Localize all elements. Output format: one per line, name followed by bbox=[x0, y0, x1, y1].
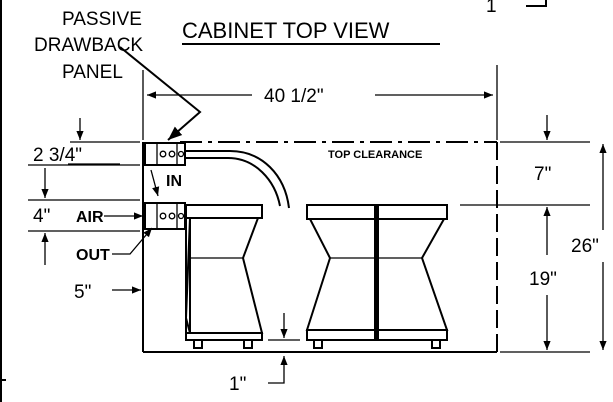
top-clearance-label: TOP CLEARANCE bbox=[328, 149, 422, 161]
drawback-hose bbox=[185, 150, 290, 209]
inlet-port-hole-1 bbox=[159, 150, 167, 158]
passive-label-line1: PASSIVE bbox=[62, 9, 142, 30]
inlet-offset-label: 2 3/4" bbox=[33, 145, 82, 166]
inlet-port-block bbox=[144, 142, 186, 166]
outlet-label: OUT bbox=[76, 247, 110, 264]
outlet-leader bbox=[112, 227, 153, 255]
side-offset-label: 5" bbox=[74, 282, 91, 303]
passive-label-line3: PANEL bbox=[62, 62, 123, 83]
base-gap-label: 1" bbox=[229, 374, 246, 395]
corner-bracket bbox=[526, 0, 547, 7]
left-cabinet bbox=[184, 204, 264, 349]
inlet-label: IN bbox=[166, 173, 182, 190]
inlet-port-hole-3 bbox=[177, 150, 185, 158]
outlet-port-hole-2 bbox=[168, 212, 176, 220]
passive-leader bbox=[119, 46, 202, 141]
outlet-port-block bbox=[144, 202, 186, 230]
drawing-title: CABINET TOP VIEW bbox=[182, 18, 390, 43]
inlet-arrow bbox=[150, 169, 160, 197]
base-gap-leader bbox=[268, 356, 288, 384]
total-height-label: 26" bbox=[571, 236, 599, 257]
corner-mark: 1 bbox=[486, 0, 497, 17]
cabinet-height-label: 19" bbox=[529, 269, 557, 290]
air-spacing-label: 4" bbox=[33, 206, 50, 227]
top-clearance-dim-label: 7" bbox=[534, 164, 551, 185]
inlet-port-hole-2 bbox=[168, 150, 176, 158]
drawback-hose-inner bbox=[185, 157, 281, 207]
passive-label-line2: DRAWBACK bbox=[34, 35, 143, 56]
outlet-port-hole-1 bbox=[159, 212, 167, 220]
right-cabinet bbox=[305, 204, 449, 349]
air-label: AIR bbox=[76, 209, 104, 226]
outlet-port-hole-3 bbox=[177, 212, 185, 220]
overall-width-label: 40 1/2" bbox=[264, 86, 324, 107]
